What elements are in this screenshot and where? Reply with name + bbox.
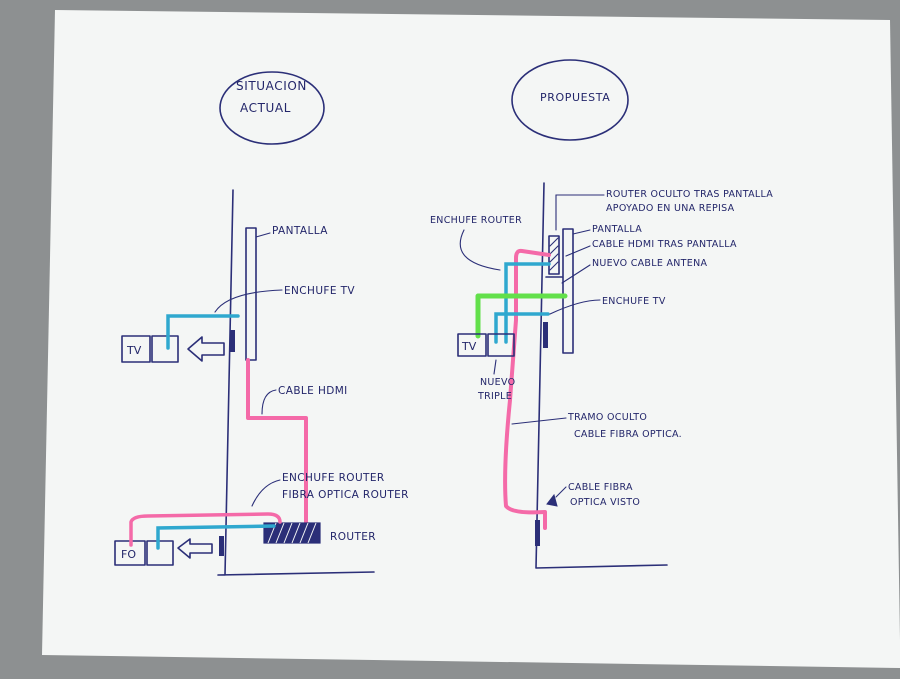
left-heading-circle	[219, 71, 325, 145]
right-triple-leader	[493, 359, 497, 375]
left-hdmi-cable	[246, 358, 308, 535]
right-fibra-visto-line2: OPTICA VISTO	[570, 497, 640, 508]
left-enchufe-tv-label: ENCHUFE TV	[284, 285, 355, 297]
right-screen	[562, 228, 574, 354]
right-pantalla-leader	[572, 229, 591, 235]
right-router-oculto-leader	[555, 194, 605, 231]
right-tramo-line2: CABLE FIBRA OPTICA.	[574, 429, 682, 440]
right-tramo-line1: TRAMO OCULTO	[567, 412, 647, 423]
paper-sheet	[42, 10, 900, 668]
right-router-hatch	[549, 237, 559, 271]
right-router-oculto-line2: APOYADO EN UNA REPISA	[606, 203, 735, 214]
right-enchufe-router-leader	[459, 229, 501, 271]
right-tv-power-cable	[494, 312, 550, 344]
left-enchufe-router-leader	[251, 479, 281, 507]
left-tv-socket	[230, 330, 235, 352]
right-tramo-leader	[511, 417, 567, 425]
right-tv-socket	[543, 322, 548, 348]
left-tv-arrow-icon	[187, 336, 225, 362]
right-router-power-cable	[504, 262, 551, 344]
left-fo-box-label: FO	[121, 548, 136, 561]
right-enchufe-tv-label: ENCHUFE TV	[602, 296, 666, 307]
right-antenna-cable	[475, 293, 568, 339]
right-hdmi-leader	[565, 245, 591, 257]
right-wall	[535, 182, 668, 569]
left-fiber-cable	[129, 512, 282, 547]
left-fo-box2	[146, 540, 174, 566]
left-tv-cable	[166, 314, 240, 350]
left-tv-box2	[151, 335, 179, 363]
right-diagram: PROPUESTA ROUTER OCULTO TRAS PANTALLA AP…	[430, 59, 773, 569]
left-router-hatch	[267, 522, 317, 544]
right-enchufe-router-label: ENCHUFE ROUTER	[430, 215, 522, 226]
right-triple-box	[487, 333, 515, 357]
right-fibra-visto-mark	[546, 493, 558, 507]
right-cable-hdmi-label: CABLE HDMI TRAS PANTALLA	[592, 239, 737, 250]
right-fibra-visto-leader	[555, 486, 567, 498]
left-cable-hdmi-label: CABLE HDMI	[278, 385, 348, 397]
right-fibra-visto-line1: CABLE FIBRA	[568, 482, 633, 493]
left-router-socket	[219, 536, 224, 556]
right-nuevo-cable-label: NUEVO CABLE ANTENA	[592, 258, 707, 269]
left-heading-line1: SITUACION	[236, 79, 307, 93]
right-fiber-cable	[503, 248, 551, 530]
right-pantalla-label: PANTALLA	[592, 224, 642, 235]
left-diagram: SITUACION ACTUAL PANTALLA ENCHUFE TV TV …	[114, 71, 409, 576]
left-pantalla-label: PANTALLA	[272, 225, 328, 237]
left-router-power-cable	[156, 524, 276, 550]
left-tv-box-label: TV	[126, 344, 142, 357]
left-enchufe-tv-leader	[214, 289, 283, 313]
right-nuevo-triple-line2: TRIPLE	[477, 391, 512, 402]
right-nuevo-triple-line1: NUEVO	[480, 377, 515, 388]
right-heading-circle	[511, 59, 629, 141]
right-antena-leader	[561, 264, 591, 284]
right-enchufe-tv-leader	[549, 299, 601, 315]
right-router-oculto-line1: ROUTER OCULTO TRAS PANTALLA	[606, 189, 773, 200]
left-fibra-router-label: FIBRA OPTICA ROUTER	[282, 489, 409, 501]
left-heading-line2: ACTUAL	[240, 101, 291, 115]
left-screen-leader	[255, 232, 271, 238]
right-fiber-socket	[535, 520, 540, 546]
right-tv-box	[457, 333, 487, 357]
left-wall	[217, 189, 375, 576]
left-router-label: ROUTER	[330, 531, 376, 543]
left-fo-arrow-icon	[177, 538, 213, 559]
left-hdmi-leader	[261, 389, 277, 415]
right-heading: PROPUESTA	[540, 91, 610, 104]
right-tv-box-label: TV	[461, 340, 477, 353]
left-enchufe-router-label: ENCHUFE ROUTER	[282, 472, 385, 484]
left-tv-box	[121, 335, 151, 363]
